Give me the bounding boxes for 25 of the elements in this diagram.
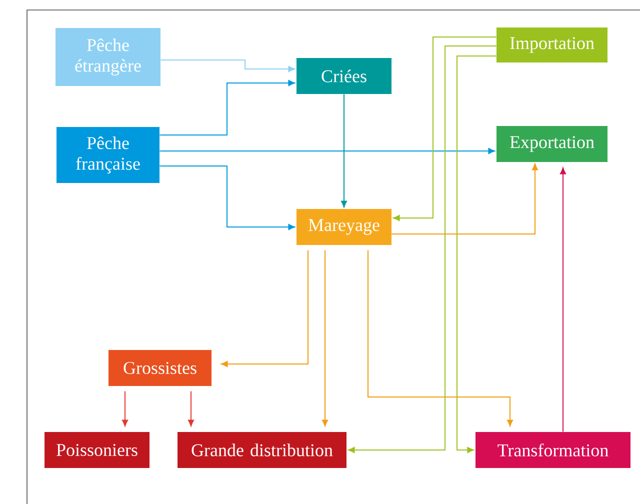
arrow bbox=[393, 36, 497, 222]
arrow bbox=[159, 80, 295, 136]
arrow bbox=[221, 250, 308, 368]
arrow bbox=[456, 56, 497, 454]
outlet-box: Grande distribution bbox=[178, 432, 346, 468]
process-box: Grossistes bbox=[108, 350, 212, 386]
arrow bbox=[368, 250, 514, 426]
arrow bbox=[160, 60, 295, 72]
outlet-box: Transformation bbox=[476, 432, 630, 468]
arrow bbox=[188, 390, 194, 426]
process-box: Criées bbox=[296, 58, 392, 94]
arrow bbox=[322, 250, 328, 426]
arrow bbox=[122, 390, 128, 426]
arrow bbox=[348, 46, 497, 454]
arrow bbox=[159, 148, 495, 154]
arrow bbox=[340, 94, 348, 208]
source-box: Pêche française bbox=[56, 127, 160, 183]
source-box: Pêche étrangère bbox=[56, 28, 160, 86]
outlet-box: Poissoniers bbox=[44, 432, 150, 468]
arrow bbox=[391, 164, 538, 234]
arrow bbox=[560, 168, 566, 432]
process-box: Exportation bbox=[496, 126, 608, 162]
arrow bbox=[159, 166, 295, 230]
process-box: Importation bbox=[496, 28, 608, 62]
process-box: Mareyage bbox=[296, 209, 392, 245]
